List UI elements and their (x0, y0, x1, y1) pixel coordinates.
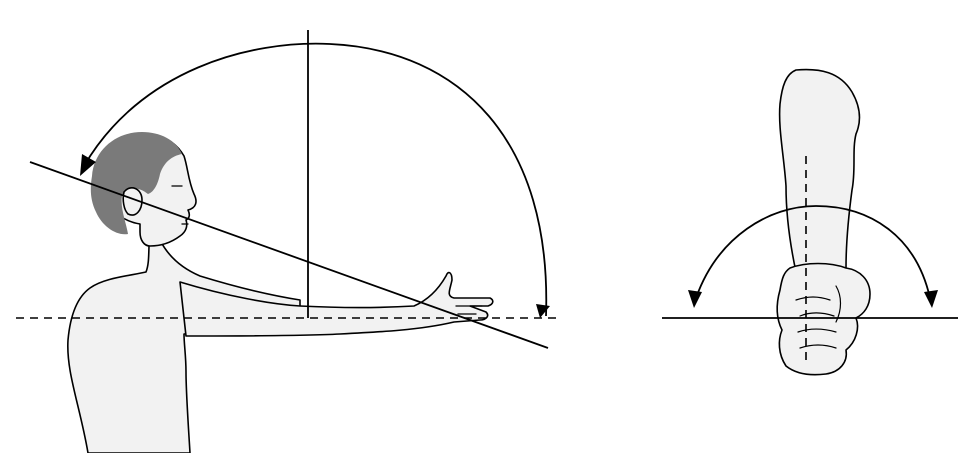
forearm-rotation-figure (662, 68, 958, 376)
arc-arrowhead-right (536, 304, 550, 318)
shoulder-flexion-figure (16, 30, 556, 453)
finger-creases (795, 285, 842, 349)
torso-outline (67, 231, 301, 453)
arm-axis-line (29, 161, 549, 349)
rotation-arrowhead-left (688, 290, 702, 308)
hand-detail (455, 305, 483, 315)
fist-outline (776, 262, 871, 376)
arm-outline (179, 271, 494, 337)
rotation-arc (695, 205, 931, 299)
rotation-arrowhead-right (924, 290, 938, 308)
ear-shape (122, 187, 143, 216)
arc-arrowhead-left (80, 154, 96, 176)
hair-shape (90, 132, 182, 235)
forearm-outline (778, 68, 861, 273)
flexion-arc (83, 42, 548, 317)
